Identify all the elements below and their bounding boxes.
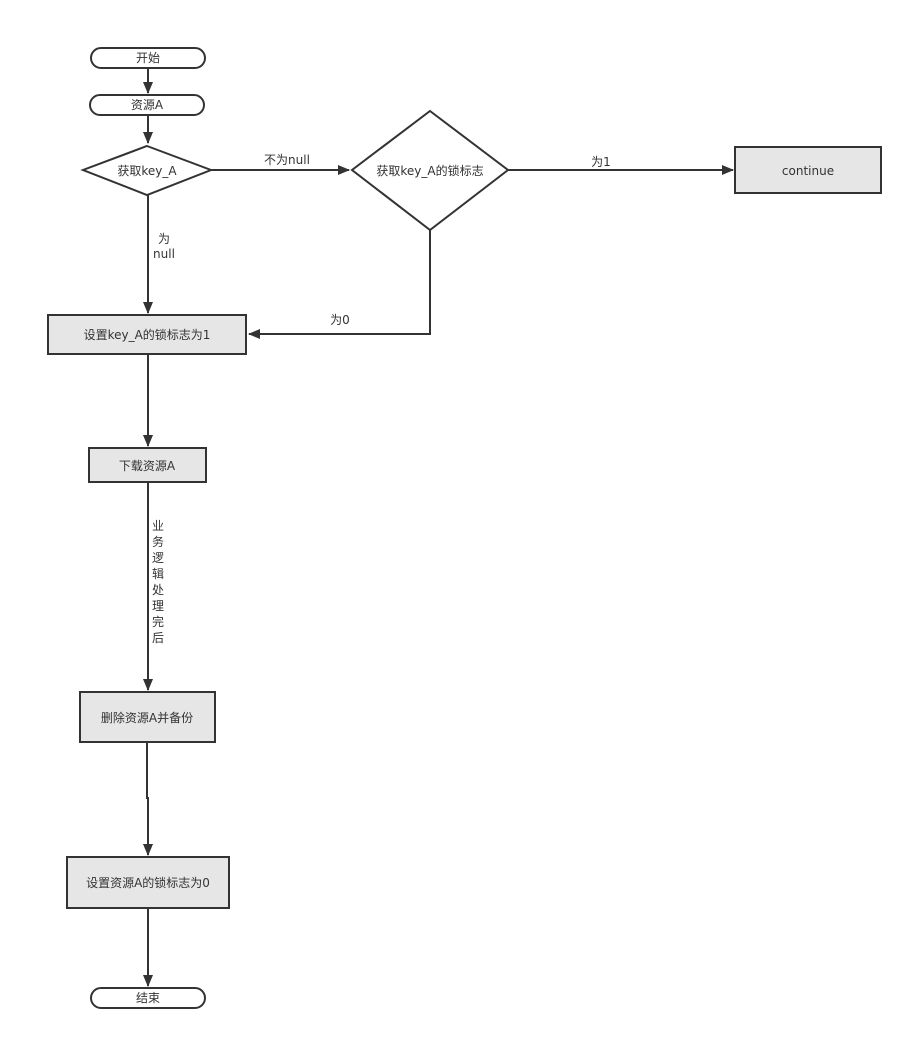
edge-label-char: 完	[152, 614, 164, 629]
edge-label-not-null: 不为null	[264, 153, 310, 167]
edge-label-is-null-line1: 为	[158, 232, 170, 246]
node-start-label: 开始	[136, 51, 160, 65]
edge-label-is-null-line2: null	[153, 247, 175, 261]
edge-label-char: 处	[152, 583, 164, 597]
node-end-label: 结束	[136, 991, 160, 1005]
node-resource-a-label: 资源A	[131, 98, 164, 112]
edge-label-char: 逻	[152, 551, 164, 565]
node-continue-label: continue	[782, 164, 834, 178]
edge-label-char: 辑	[152, 567, 164, 581]
node-download-label: 下载资源A	[119, 459, 176, 473]
node-resource-a[interactable]: 资源A	[89, 94, 205, 116]
decision-get-lock-flag-label: 获取key_A的锁标志	[376, 163, 483, 178]
node-end[interactable]: 结束	[90, 987, 206, 1009]
edge-label-char: 理	[152, 599, 164, 613]
decision-get-key[interactable]: 获取key_A	[80, 144, 214, 197]
edge-label-char: 务	[152, 534, 164, 549]
decision-get-lock-flag[interactable]: 获取key_A的锁标志	[350, 109, 510, 232]
edge-label-char: 业	[152, 519, 164, 533]
node-set-flag-1[interactable]: 设置key_A的锁标志为1	[47, 314, 247, 355]
node-set-flag-0[interactable]: 设置资源A的锁标志为0	[66, 856, 230, 909]
node-continue[interactable]: continue	[734, 146, 882, 194]
edge-label-business-done: 业 务 逻 辑 处 理 完 后	[152, 519, 164, 645]
edge-label-is-0: 为0	[330, 313, 350, 327]
node-set-flag-1-label: 设置key_A的锁标志为1	[84, 327, 211, 342]
edge-delete-to-set-flag-0	[143, 742, 153, 856]
node-set-flag-0-label: 设置资源A的锁标志为0	[86, 875, 210, 890]
decision-get-key-label: 获取key_A	[117, 164, 177, 178]
node-download[interactable]: 下载资源A	[88, 447, 207, 483]
node-start[interactable]: 开始	[90, 47, 206, 69]
edge-label-char: 后	[152, 631, 164, 645]
node-delete-backup-label: 删除资源A并备份	[101, 710, 193, 725]
edge-label-is-1: 为1	[591, 155, 611, 169]
node-delete-backup[interactable]: 删除资源A并备份	[79, 691, 216, 743]
edge-lock-flag-to-set-flag-1	[248, 230, 431, 339]
